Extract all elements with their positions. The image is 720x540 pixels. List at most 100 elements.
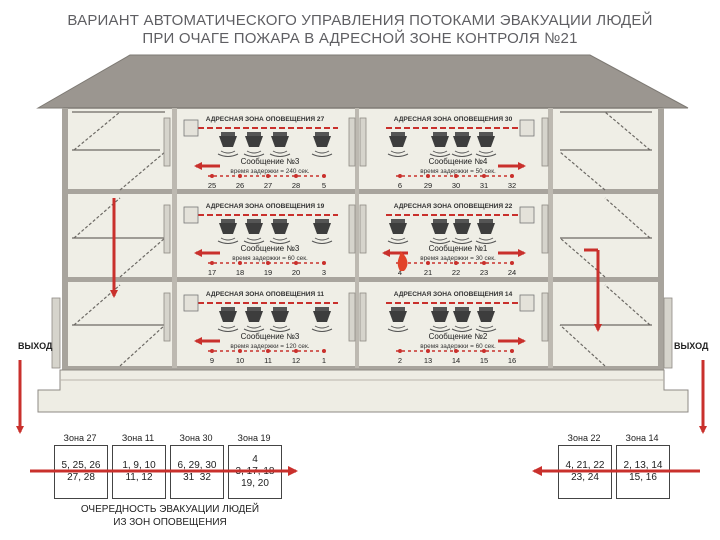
roof — [36, 54, 689, 109]
zone-message: Сообщение №1 — [429, 244, 488, 253]
sound-wave — [478, 325, 494, 329]
detector-number: 15 — [480, 356, 488, 365]
detector-number: 30 — [452, 181, 460, 190]
speaker-icon — [391, 307, 405, 311]
queue-zone-label: Зона 27 — [63, 433, 97, 443]
speaker-icon — [247, 307, 261, 311]
sound-wave — [390, 237, 406, 241]
speaker-icon — [315, 132, 329, 136]
exit-label-right: ВЫХОД — [674, 341, 709, 351]
detector-number: 13 — [424, 356, 432, 365]
right-staircase — [559, 111, 652, 367]
control-device — [183, 119, 199, 137]
speaker-icon — [391, 132, 405, 136]
sound-wave — [243, 153, 265, 157]
speaker-icon — [389, 223, 407, 234]
speaker-icon — [433, 307, 447, 311]
queue-zone-box: 1, 9, 10 11, 12 — [112, 445, 166, 499]
detector-point — [482, 261, 486, 265]
speaker-icon — [431, 136, 449, 147]
speaker-icon — [245, 136, 263, 147]
detector-point — [322, 261, 326, 265]
caption-line-1: ОЧЕРЕДНОСТЬ ЭВАКУАЦИИ ЛЮДЕЙ — [80, 504, 260, 515]
detector-number: 1 — [322, 356, 326, 365]
sound-wave — [387, 153, 409, 157]
speaker-icon — [433, 219, 447, 223]
floor-slab — [62, 189, 664, 194]
sound-wave — [272, 150, 288, 154]
detector-number: 19 — [264, 268, 272, 277]
detector-point — [426, 261, 430, 265]
zone-delay: время задержки = 30 сек. — [420, 255, 496, 262]
sound-wave — [311, 240, 333, 244]
detector-point — [322, 174, 326, 178]
speaker-icon — [431, 311, 449, 322]
detector-number: 29 — [424, 181, 432, 190]
sound-wave — [475, 240, 497, 244]
floor-slab — [62, 277, 664, 282]
sound-wave — [243, 328, 265, 332]
detector-point — [238, 174, 242, 178]
sound-wave — [432, 325, 448, 329]
detector-number: 5 — [322, 181, 326, 190]
speaker-icon — [479, 307, 493, 311]
zone-message: Сообщение №3 — [241, 332, 300, 341]
speaker-icon — [219, 136, 237, 147]
caption-line-2: ИЗ ЗОН ОПОВЕЩЕНИЯ — [113, 517, 227, 528]
zone-delay: время задержки = 240 сек. — [230, 168, 309, 175]
sound-wave — [246, 325, 262, 329]
speaker-icon — [477, 311, 495, 322]
sound-wave — [478, 150, 494, 154]
detector-point — [294, 349, 298, 353]
speaker-icon — [431, 223, 449, 234]
detector-number: 12 — [292, 356, 300, 365]
detector-number: 11 — [264, 356, 272, 365]
detector-point — [294, 174, 298, 178]
zone-header: АДРЕСНАЯ ЗОНА ОПОВЕЩЕНИЯ 14 — [394, 291, 513, 298]
sound-wave — [478, 237, 494, 241]
detector-number: 26 — [236, 181, 244, 190]
detector-number: 27 — [264, 181, 272, 190]
detector-point — [482, 349, 486, 353]
queue-zone-box: 4, 21, 22 23, 24 — [558, 445, 612, 499]
detector-point — [510, 261, 514, 265]
sound-wave — [246, 237, 262, 241]
detector-point — [454, 349, 458, 353]
detector-number: 22 — [452, 268, 460, 277]
sound-wave — [451, 153, 473, 157]
speaker-icon — [219, 311, 237, 322]
detector-number: 6 — [398, 181, 402, 190]
queue-zone-label: Зона 22 — [567, 433, 601, 443]
speaker-icon — [221, 219, 235, 223]
sound-wave — [475, 153, 497, 157]
zone-message: Сообщение №2 — [429, 332, 488, 341]
sound-wave — [432, 237, 448, 241]
zone-message: Сообщение №3 — [241, 244, 300, 253]
sound-wave — [220, 325, 236, 329]
speaker-icon — [433, 132, 447, 136]
detector-point — [426, 174, 430, 178]
speaker-icon — [479, 132, 493, 136]
detector-number: 32 — [508, 181, 516, 190]
detector-point — [294, 261, 298, 265]
sound-wave — [429, 328, 451, 332]
zone-message: Сообщение №4 — [429, 157, 488, 166]
speaker-icon — [247, 132, 261, 136]
speaker-icon — [453, 223, 471, 234]
queue-zone-label: Зона 30 — [179, 433, 213, 443]
sound-wave — [454, 237, 470, 241]
detector-point — [454, 174, 458, 178]
speaker-icon — [271, 311, 289, 322]
sound-wave — [220, 150, 236, 154]
sound-wave — [217, 240, 239, 244]
sound-wave — [475, 328, 497, 332]
speaker-icon — [479, 219, 493, 223]
sound-wave — [311, 328, 333, 332]
speaker-icon — [273, 219, 287, 223]
detector-number: 14 — [452, 356, 460, 365]
queue-zone-box: 4 3, 17, 18 19, 20 — [228, 445, 282, 499]
zone-header: АДРЕСНАЯ ЗОНА ОПОВЕЩЕНИЯ 30 — [394, 116, 513, 123]
sound-wave — [269, 328, 291, 332]
detector-point — [266, 349, 270, 353]
floor-slab — [62, 366, 664, 371]
